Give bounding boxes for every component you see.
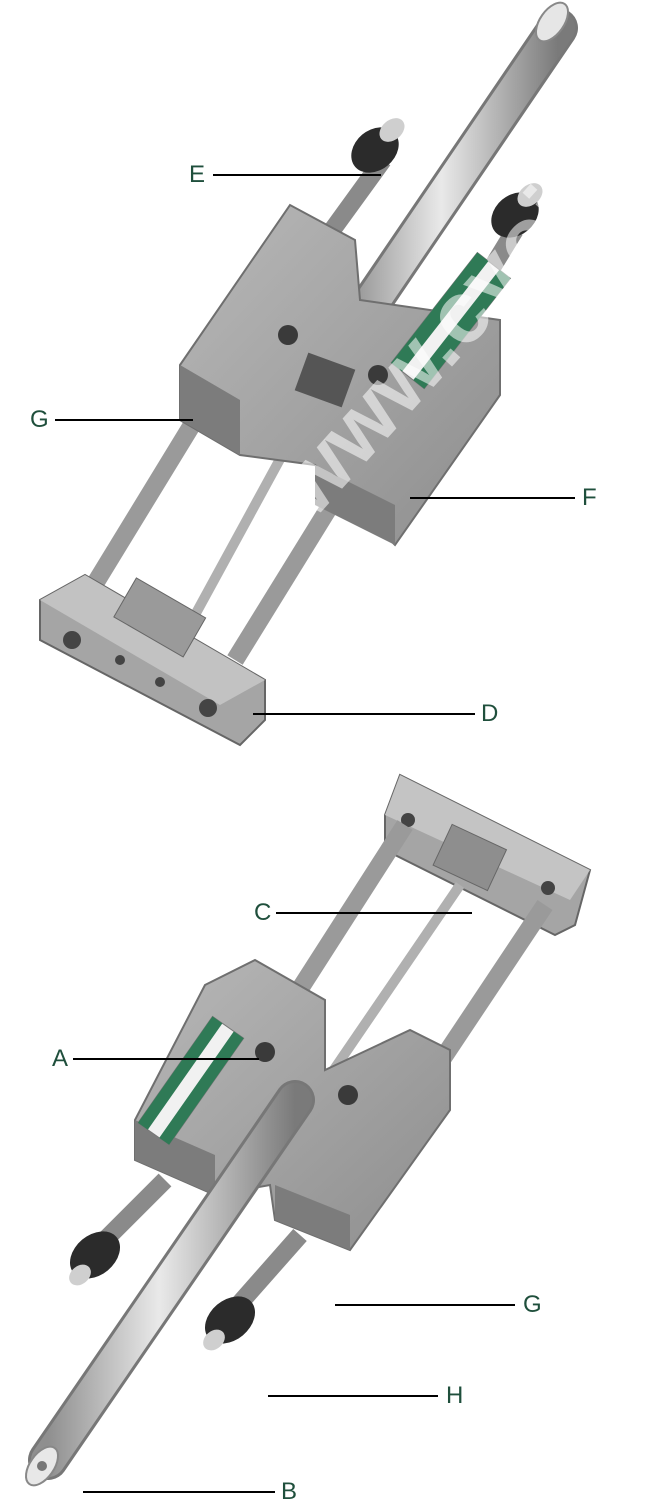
bottom-piston-rod <box>315 882 465 1093</box>
top-slide-assembly <box>39 1 578 747</box>
callout-label-g-bottom: G <box>523 1291 542 1318</box>
callout-label-a: A <box>52 1045 69 1072</box>
callout-label-e: E <box>189 161 206 188</box>
leader-line-g-bottom <box>335 1304 515 1306</box>
callout-label-c: C <box>254 899 272 926</box>
leader-line-d <box>253 713 475 715</box>
top-guide-rod-upper-left <box>317 154 391 246</box>
bottom-stop-collar-left <box>69 1231 121 1286</box>
callout-label-g-top: G <box>30 406 49 433</box>
callout-label-h: H <box>446 1382 464 1409</box>
bottom-cylinder-tube <box>25 1080 315 1487</box>
callout-label-d: D <box>481 700 499 727</box>
top-cylinder-tube <box>326 1 578 360</box>
top-stop-collar-left <box>351 118 405 173</box>
top-carriage-block <box>179 203 501 547</box>
leader-line-c <box>276 912 472 914</box>
top-stop-collar-right <box>491 183 543 238</box>
top-nameplate <box>390 251 512 390</box>
top-guide-rod-lower-right <box>227 485 348 665</box>
bottom-slide-assembly <box>25 773 592 1487</box>
leader-line-b <box>83 1491 275 1493</box>
top-end-plate <box>39 573 266 747</box>
leader-line-a <box>73 1058 259 1060</box>
leader-line-f <box>410 497 575 499</box>
leader-line-h <box>268 1395 438 1397</box>
leader-line-e <box>213 174 381 176</box>
leader-line-g-top <box>55 419 193 421</box>
top-guide-rod-lower-left <box>77 415 203 605</box>
bottom-stop-collar-right <box>203 1296 256 1351</box>
bottom-end-plate <box>384 773 592 937</box>
callout-label-b: B <box>281 1478 298 1505</box>
callout-label-f: F <box>582 484 597 511</box>
